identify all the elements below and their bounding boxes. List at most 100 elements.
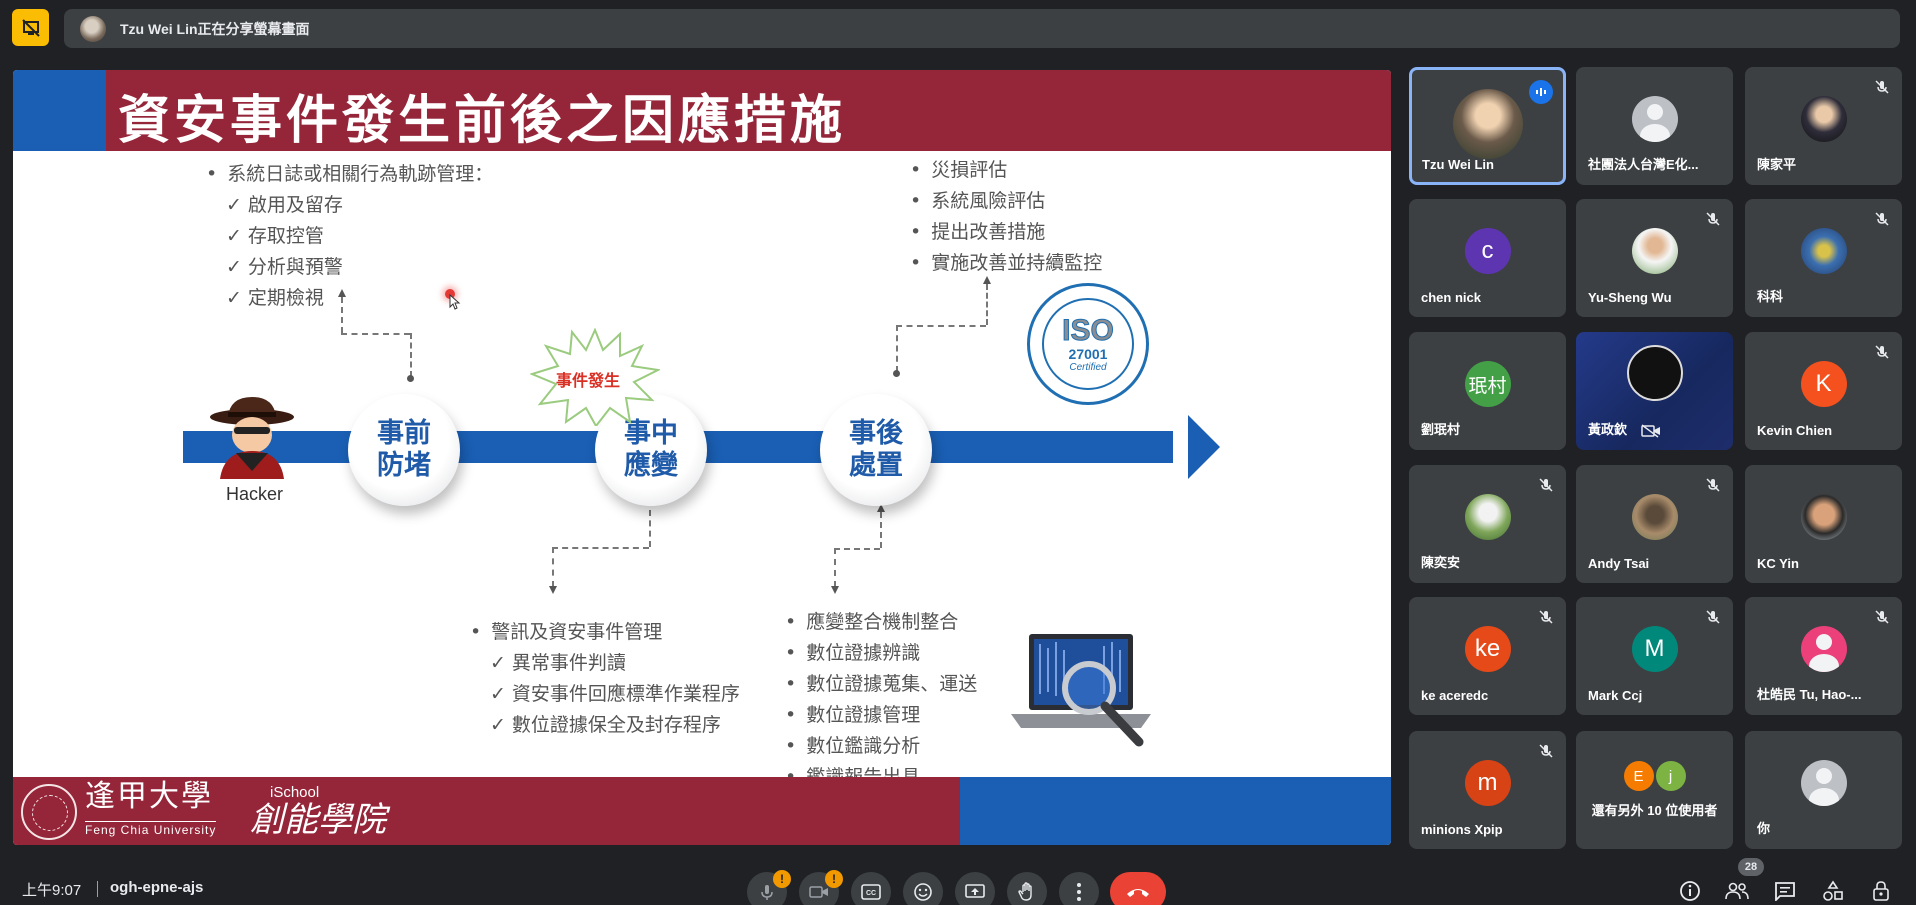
participant-tile[interactable]: Tzu Wei Lin <box>1409 67 1566 185</box>
participant-avatar <box>1631 228 1678 274</box>
info-icon <box>1680 881 1700 901</box>
school-name: 創能學院 <box>250 800 386 840</box>
before-item: 存取控管 <box>226 221 324 248</box>
timeline-arrowhead <box>1188 415 1220 479</box>
presentation-icon[interactable] <box>12 9 49 46</box>
iso-certified: Certified <box>1069 361 1107 373</box>
incident-burst-icon <box>530 328 660 426</box>
participant-avatar <box>1800 96 1847 142</box>
participant-avatar <box>1631 96 1678 142</box>
after-top-item: 提出改善措施 <box>910 217 1045 244</box>
participant-tile[interactable]: K Kevin Chien <box>1745 332 1902 450</box>
slide-footer <box>13 777 960 845</box>
participant-tile[interactable]: 陳家平 <box>1745 67 1902 185</box>
participant-name: minions Xpip <box>1421 822 1503 837</box>
participant-name: 杜皓民 Tu, Hao-... <box>1757 687 1862 702</box>
participant-tile[interactable]: 科科 <box>1745 199 1902 317</box>
connector <box>552 547 554 587</box>
during-item: 異常事件判讀 <box>490 648 626 675</box>
stage-label: 事前 <box>377 418 431 449</box>
title-bar <box>106 70 1391 151</box>
after-bottom-item: 數位證據辨識 <box>785 638 920 665</box>
participant-tile[interactable]: c chen nick <box>1409 199 1566 317</box>
captions-button[interactable]: CC <box>851 872 891 905</box>
university-seal-icon <box>21 784 77 840</box>
host-controls-button[interactable] <box>1866 876 1896 905</box>
microphone-off-icon <box>761 885 773 900</box>
people-icon <box>1725 882 1749 900</box>
raise-hand-button[interactable] <box>1007 872 1047 905</box>
connector <box>896 325 986 327</box>
mic-off-icon <box>1539 744 1553 758</box>
chat-button[interactable] <box>1770 876 1800 905</box>
stage-response: 事中應變 <box>595 394 707 506</box>
after-top-item: 災損評估 <box>910 155 1007 182</box>
participant-avatar <box>1800 228 1847 274</box>
stage-label: 事後 <box>849 418 903 449</box>
more-vert-icon <box>1077 883 1081 901</box>
participant-tile[interactable]: Andy Tsai <box>1576 465 1733 583</box>
emoji-icon <box>914 883 932 901</box>
more-options-button[interactable] <box>1059 872 1099 905</box>
activities-button[interactable] <box>1818 876 1848 905</box>
reactions-button[interactable] <box>903 872 943 905</box>
connector <box>880 512 882 548</box>
participant-tile[interactable]: 杜皓民 Tu, Hao-... <box>1745 597 1902 715</box>
connector <box>341 333 410 335</box>
participant-tile[interactable]: 社團法人台灣E化... <box>1576 67 1733 185</box>
camera-button[interactable]: ! <box>799 870 843 905</box>
participant-avatar <box>1464 494 1511 540</box>
connector <box>649 510 651 547</box>
lock-person-icon <box>1873 881 1889 901</box>
participant-name: Kevin Chien <box>1757 423 1833 438</box>
connector-dot <box>893 370 900 377</box>
during-item: 數位證據保全及封存程序 <box>490 710 721 737</box>
slide-footer-accent <box>960 777 1391 845</box>
self-tile[interactable]: 你 <box>1745 731 1902 849</box>
participant-avatar: c <box>1464 228 1511 274</box>
camera-off-icon <box>809 886 828 898</box>
stage-recovery: 事後處置 <box>820 394 932 506</box>
connector <box>410 333 412 377</box>
participant-avatar: M <box>1631 626 1678 672</box>
mic-off-icon <box>1875 212 1889 226</box>
stage-label: 應變 <box>624 450 678 481</box>
participant-name: 黃政欽 <box>1588 419 1661 438</box>
before-item: 定期檢視 <box>226 283 324 310</box>
participant-tile[interactable]: 陳奕安 <box>1409 465 1566 583</box>
participant-tile[interactable]: M Mark Ccj <box>1576 597 1733 715</box>
after-top-item: 系統風險評估 <box>910 186 1045 213</box>
participant-name: Tzu Wei Lin <box>1422 157 1494 172</box>
participant-tile[interactable]: m minions Xpip <box>1409 731 1566 849</box>
participant-avatar <box>1631 494 1678 540</box>
participant-tile[interactable]: 珉村 劉珉村 <box>1409 332 1566 450</box>
participant-avatar: m <box>1464 760 1511 806</box>
after-bottom-item: 數位鑑識分析 <box>785 731 920 758</box>
hacker-label: Hacker <box>226 484 284 504</box>
meeting-info-button[interactable] <box>1675 876 1705 905</box>
participant-tile[interactable]: 黃政欽 <box>1576 332 1733 450</box>
people-button[interactable] <box>1722 876 1752 905</box>
self-avatar <box>1800 760 1847 806</box>
stage-prevention: 事前防堵 <box>348 394 460 506</box>
connector <box>552 547 649 549</box>
connector-arrowhead <box>549 586 557 594</box>
presenter-avatar <box>80 15 106 42</box>
participant-tile[interactable]: KC Yin <box>1745 465 1902 583</box>
participant-avatar <box>1452 89 1523 159</box>
participant-avatar: ke <box>1464 626 1511 672</box>
screen-share-banner: Tzu Wei Lin正在分享螢幕畫面 <box>64 9 1900 48</box>
forensics-laptop-icon <box>1011 634 1151 747</box>
present-button[interactable] <box>955 872 995 905</box>
leave-call-button[interactable] <box>1110 872 1166 905</box>
participant-tile[interactable]: Yu-Sheng Wu <box>1576 199 1733 317</box>
microphone-button[interactable]: ! <box>747 870 791 905</box>
more-participants-tile[interactable]: E j 還有另外 10 位使用者 <box>1576 731 1733 849</box>
mic-warning-badge: ! <box>773 870 791 888</box>
meeting-code: ogh-epne-ajs <box>110 879 204 896</box>
mic-off-icon <box>1706 212 1720 226</box>
connector <box>834 548 836 587</box>
laser-pointer <box>445 289 455 299</box>
clock: 上午9:07 <box>22 882 82 899</box>
participant-tile[interactable]: ke ke aceredc <box>1409 597 1566 715</box>
